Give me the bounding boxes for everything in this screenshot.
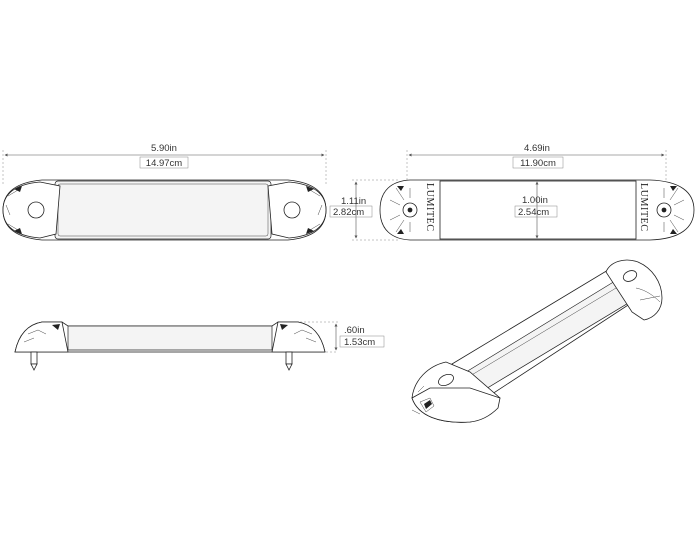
lens-width-inch-label: 1.00in	[522, 195, 548, 206]
height-dimension: .60in 1.53cm	[300, 321, 385, 353]
mount-spacing-cm-label: 11.90cm	[520, 158, 556, 169]
lens-width-dimension: 1.00in 2.54cm	[514, 181, 558, 239]
side-view: .60in 1.53cm	[14, 321, 385, 371]
lens-width-cm-label: 2.54cm	[518, 207, 549, 218]
top-view-light-body	[2, 179, 327, 241]
left-end-cap: LUMITEC	[389, 183, 435, 234]
base-width-cm-label: 2.82cm	[333, 207, 364, 218]
right-logo-text: LUMITEC	[638, 183, 649, 232]
side-view-light-body	[14, 321, 326, 371]
mount-spacing-inch-label: 4.69in	[524, 143, 550, 154]
base-view: 4.69in 11.90cm 1.11in 2.82cm LUMITEC	[329, 143, 695, 241]
base-width-inch-label: 1.11in	[341, 196, 366, 207]
isometric-view	[411, 259, 663, 423]
height-inch-label: .60in	[344, 325, 365, 336]
right-end-cap: LUMITEC	[638, 183, 685, 234]
mount-spacing-dimension: 4.69in 11.90cm	[406, 143, 667, 180]
height-cm-label: 1.53cm	[344, 337, 375, 348]
base-width-dimension: 1.11in 2.82cm	[329, 179, 400, 241]
length-dimension: 5.90in 14.97cm	[2, 143, 327, 185]
left-logo-text: LUMITEC	[424, 183, 435, 232]
length-cm-label: 14.97cm	[146, 158, 183, 169]
top-view: 5.90in 14.97cm	[2, 143, 327, 241]
length-inch-label: 5.90in	[151, 143, 177, 154]
